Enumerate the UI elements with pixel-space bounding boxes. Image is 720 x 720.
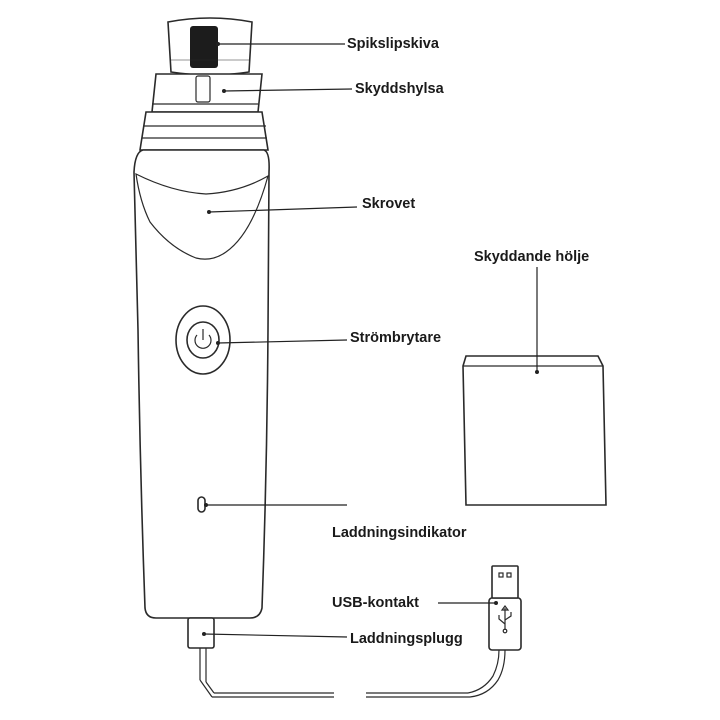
body-accent-panel <box>135 172 269 260</box>
label-body: Skrovet <box>362 196 415 212</box>
label-charging-indicator: Laddningsindikator <box>332 525 467 541</box>
label-power-switch: Strömbrytare <box>350 330 441 346</box>
label-protective-sleeve: Skyddshylsa <box>355 81 445 97</box>
usb-icon <box>498 605 512 634</box>
charging-plug <box>187 617 334 698</box>
label-protective-cover: Skyddande hölje <box>474 249 589 265</box>
power-icon <box>194 329 212 349</box>
label-usb-connector: USB-kontakt <box>332 595 419 611</box>
protective-sleeve <box>151 73 263 113</box>
grinding-disc-abrasive <box>190 26 218 68</box>
power-button <box>175 305 231 375</box>
protective-cover <box>462 355 607 506</box>
device-body <box>133 149 270 619</box>
label-charging-plug: Laddningsplugg <box>350 631 463 647</box>
nail-grinder-device <box>133 17 334 698</box>
charging-indicator-light <box>197 496 206 513</box>
label-grinding-disc: Spikslipskiva <box>347 36 440 52</box>
usb-connector <box>488 565 522 651</box>
collar-ring <box>139 111 269 151</box>
grinding-disc <box>167 17 253 76</box>
callout-lines <box>202 42 539 638</box>
usb-cable <box>366 649 506 698</box>
